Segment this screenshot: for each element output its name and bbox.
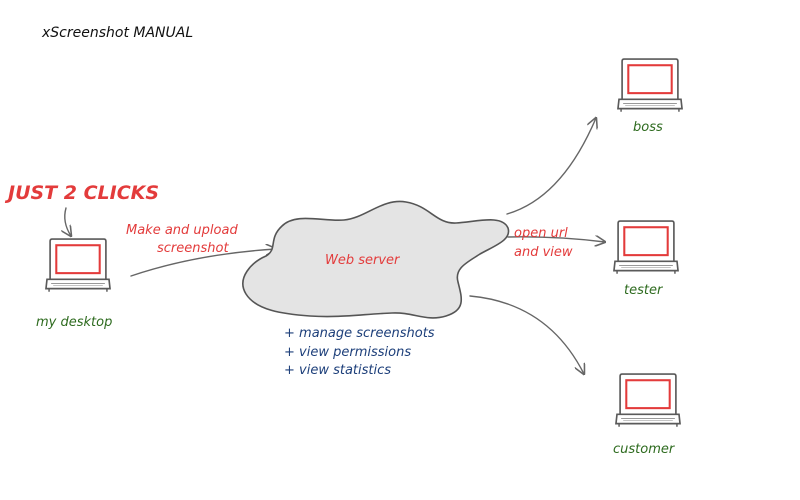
- feature-manage-screenshots: + manage screenshots: [284, 326, 435, 341]
- headline-just-2-clicks: JUST 2 CLICKS: [4, 182, 159, 204]
- arrow-to-customer: [469, 295, 584, 374]
- customer-label: customer: [613, 442, 676, 457]
- diagram-title: xScreenshot MANUAL: [41, 25, 193, 41]
- server-features: + manage screenshots + view permissions …: [284, 326, 439, 378]
- desktop-laptop-icon: [44, 238, 112, 293]
- arrow-to-tester: [507, 237, 605, 242]
- feature-view-statistics: + view statistics: [284, 363, 391, 378]
- open-url-label-line-2: and view: [514, 245, 573, 260]
- boss-laptop-icon: [616, 58, 684, 113]
- tester-laptop-icon: [612, 220, 680, 275]
- tester-label: tester: [624, 283, 664, 298]
- web-server-label: Web server: [325, 253, 401, 268]
- customer-laptop-icon: [614, 373, 682, 428]
- open-url-label: open url and view: [514, 226, 573, 260]
- arrow-to-boss: [506, 118, 596, 215]
- open-url-label-line-1: open url: [514, 226, 568, 241]
- upload-arrow: [130, 249, 276, 277]
- boss-label: boss: [633, 120, 663, 135]
- headline-arrow: [65, 207, 71, 236]
- web-server-cloud: [242, 200, 510, 319]
- upload-label-line-1: Make and upload: [126, 223, 238, 238]
- desktop-label: my desktop: [36, 315, 112, 330]
- feature-view-permissions: + view permissions: [284, 345, 411, 360]
- upload-label-line-2: screenshot: [157, 241, 229, 256]
- upload-label: Make and upload screenshot: [126, 223, 242, 256]
